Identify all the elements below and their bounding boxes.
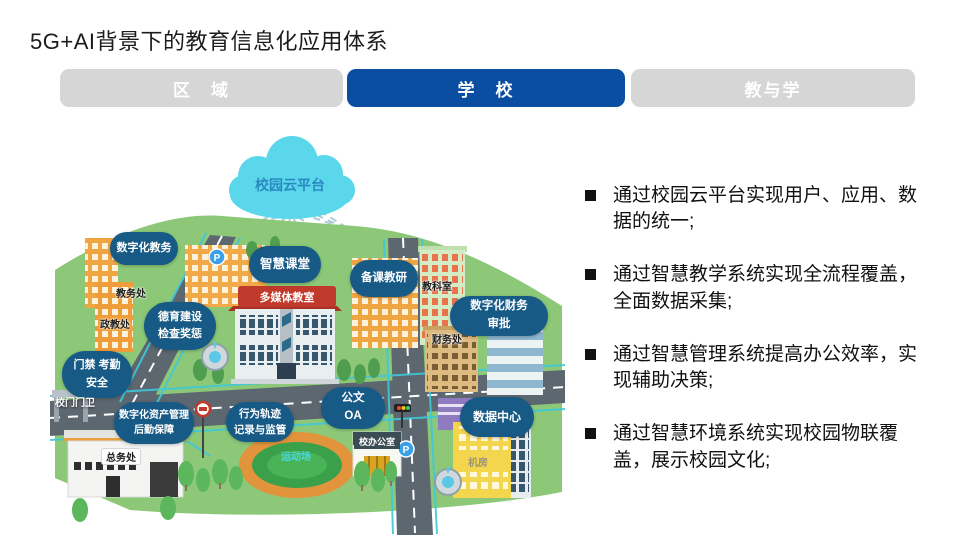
svg-text:P: P [403, 445, 410, 456]
bullet-square-icon [585, 269, 596, 281]
label-finance-office: 财务处 [432, 335, 462, 346]
tab-region[interactable]: 区 域 [60, 69, 343, 107]
cloud-platform-label: 校园云平台 [255, 177, 325, 193]
bubble-behavior-tracking: 行为轨迹 记录与监管 [226, 402, 294, 442]
bubble-digital-finance: 数字化财务 审批 [450, 296, 548, 336]
bullet-square-icon [585, 190, 596, 201]
school-gate [52, 390, 90, 422]
tab-school[interactable]: 学 校 [347, 69, 625, 107]
bubble-data-center: 数据中心 [460, 397, 534, 437]
label-general-affairs-office: 总务处 [102, 449, 140, 464]
fountain-icon [434, 466, 462, 496]
running-track [239, 432, 355, 498]
bullet-square-icon [585, 428, 596, 440]
traffic-light-icon [394, 404, 411, 428]
bullet-text: 通过智慧教学系统实现全流程覆盖，全面数据采集; [613, 264, 918, 312]
label-political-education-office: 政教处 [100, 320, 130, 331]
bubble-asset-management: 数字化资产管理 后勤保障 [114, 402, 194, 444]
cloud-icon: 校园云平台 [229, 136, 355, 219]
bullet-text: 通过校园云平台实现用户、应用、数据的统一; [613, 185, 918, 233]
svg-text:P: P [214, 253, 221, 264]
tab-teaching[interactable]: 教与学 [631, 69, 915, 107]
list-item: 通过智慧环境系统实现校园物联覆盖，展示校园文化; [585, 421, 917, 473]
tab-region-label: 区 域 [173, 80, 230, 100]
bullet-list: 通过校园云平台实现用户、应用、数据的统一; 通过智慧教学系统实现全流程覆盖，全面… [585, 183, 917, 474]
bubble-oa: 公文 OA [321, 387, 385, 429]
bubble-lesson-research: 备课教研 [350, 260, 418, 297]
bubble-moral-education: 德育建设 检查奖惩 [144, 302, 216, 350]
parking-icon: P [397, 440, 415, 458]
label-server-room: 机房 [468, 458, 488, 469]
label-playground: 运动场 [281, 452, 311, 463]
campus-illustration: 多媒体教室 [50, 120, 565, 535]
trees [72, 236, 397, 522]
list-item: 通过智慧教学系统实现全流程覆盖，全面数据采集; [585, 262, 917, 314]
list-item: 通过智慧管理系统提高办公效率，实现辅助决策; [585, 342, 917, 394]
list-item: 通过校园云平台实现用户、应用、数据的统一; [585, 183, 917, 235]
bullet-text: 通过智慧管理系统提高办公效率，实现辅助决策; [613, 343, 918, 392]
bubble-smart-classroom: 智慧课堂 [249, 246, 321, 283]
stop-sign-icon [194, 400, 212, 458]
bullet-text: 通过智慧环境系统实现校园物联覆盖，展示校园文化; [613, 423, 899, 471]
tab-school-label: 学 校 [457, 80, 515, 100]
tab-teaching-label: 教与学 [744, 80, 802, 100]
page-title: 5G+AI背景下的教育信息化应用体系 [30, 29, 388, 54]
label-teaching-research-office: 教科室 [422, 282, 452, 293]
parking-icon: P [208, 248, 226, 266]
label-school-office: 校办公室 [354, 434, 400, 449]
main-building: 多媒体教室 [228, 286, 342, 384]
building-sign-label: 多媒体教室 [260, 290, 315, 304]
bubble-access-control: 门禁 考勤 安全 [62, 351, 132, 398]
fountain-icon [201, 341, 229, 371]
bubble-digital-academic: 数字化教务 [110, 232, 178, 265]
bullet-square-icon [585, 348, 596, 360]
label-academic-affairs-office: 教务处 [116, 289, 146, 300]
label-gate-guard: 校门门卫 [55, 398, 95, 409]
